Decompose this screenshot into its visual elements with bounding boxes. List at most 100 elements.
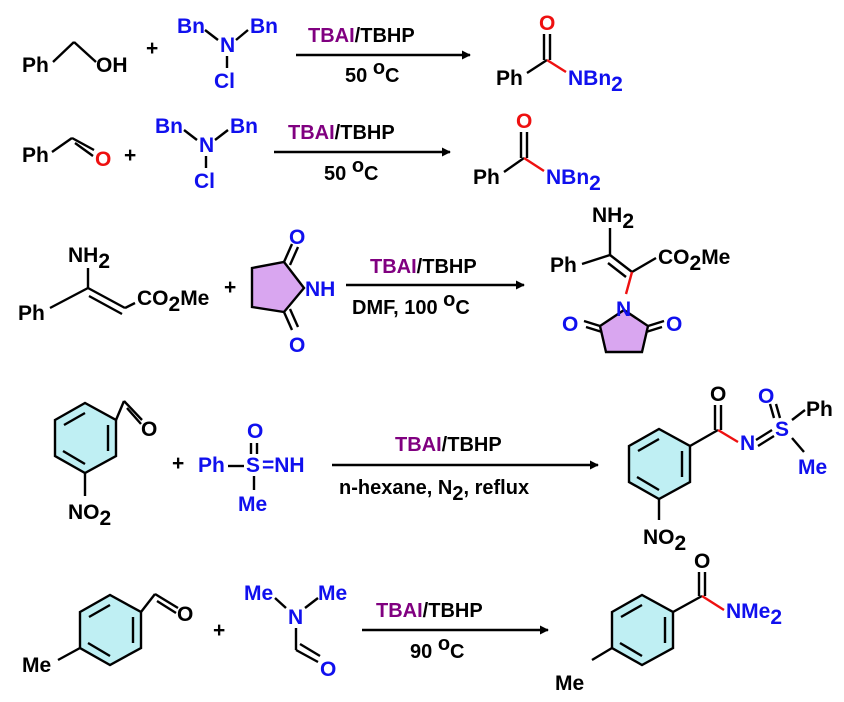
n-label: N: [220, 34, 235, 57]
bn-label: Bn: [250, 15, 278, 38]
nbn2-label: NBn2: [568, 67, 623, 96]
oxidant-label: /TBHP: [417, 256, 477, 278]
cl-label: Cl: [194, 170, 215, 193]
n-label: N: [288, 606, 303, 629]
nh2-label: NH2: [68, 244, 110, 273]
o-label: O: [247, 420, 263, 443]
o-label: O: [516, 110, 532, 133]
plus-sign: +: [124, 144, 136, 167]
sulfoximine: O Ph S =NH Me: [198, 420, 305, 516]
s-label: S: [775, 418, 789, 441]
s-label: S: [246, 454, 260, 477]
catalyst-label: TBAI: [376, 600, 423, 622]
catalyst-conditions: TBAI/TBHP: [370, 256, 477, 278]
o-label: O: [289, 226, 305, 249]
oxidant-label: /TBHP: [335, 122, 395, 144]
solvent-conditions: n-hexane, N2, reflux: [339, 477, 529, 505]
n-succinimidyl-enamine-product: NH2 Ph CO2Me N O O: [550, 204, 730, 354]
catalyst-conditions: TBAI/TBHP: [308, 25, 415, 47]
reaction-arrow-3: TBAI/TBHP DMF, 100 oC: [346, 256, 525, 319]
ph-label: Ph: [806, 398, 833, 421]
me-label: Me: [238, 493, 267, 516]
ph-label: Ph: [473, 166, 500, 189]
oxidant-label: /TBHP: [355, 25, 415, 47]
ph-label: Ph: [198, 454, 225, 477]
ph-label: Ph: [22, 144, 49, 167]
catalyst-label: TBAI: [288, 122, 335, 144]
nme2-label: NMe2: [726, 600, 782, 629]
o-label: O: [141, 418, 157, 441]
n-acyl-sulfoximine-product: O N S O Ph Me NO2: [627, 383, 833, 555]
succinimide-ring: [250, 260, 306, 314]
plus-sign: +: [172, 452, 184, 475]
temperature-label: 50 oC: [345, 57, 399, 87]
ph-label: Ph: [496, 67, 523, 90]
amide-product-2: Ph O NBn2: [473, 110, 601, 195]
4-methylbenzaldehyde: O Me: [22, 592, 193, 677]
o-label: O: [289, 334, 305, 357]
dimethylformamide: Me Me N O: [244, 582, 347, 681]
plus-sign: +: [146, 37, 158, 60]
o-label: O: [666, 313, 682, 336]
catalyst-conditions: TBAI/TBHP: [376, 600, 483, 622]
n-label: N: [740, 432, 755, 455]
bn-label: Bn: [230, 115, 258, 138]
temperature-label: DMF, 100 oC: [352, 289, 470, 319]
nh2-label: NH2: [592, 204, 634, 233]
o-label: O: [177, 603, 193, 626]
bn-label: Bn: [177, 15, 205, 38]
n-chloro-dibenzylamine: Bn Bn N Cl: [155, 115, 258, 193]
reaction-4: O NO2 + O Ph S =NH Me TBAI/TBHP n-hexane…: [53, 383, 833, 555]
n-label: N: [616, 298, 631, 321]
catalyst-label: TBAI: [370, 256, 417, 278]
me-label: Me: [798, 456, 827, 479]
ph-label: Ph: [18, 302, 45, 325]
benzyl-alcohol: Ph OH: [22, 41, 128, 77]
n-n-dimethylbenzamide-product: O NMe2 Me: [555, 550, 782, 695]
n-chloro-dibenzylamine: Bn Bn N Cl: [177, 15, 278, 93]
temperature-label: 50 oC: [324, 155, 378, 185]
o-label: O: [320, 658, 336, 681]
ph-label: Ph: [550, 254, 577, 277]
reaction-arrow-1: TBAI/TBHP 50 oC: [296, 25, 471, 87]
cl-label: Cl: [214, 70, 235, 93]
reaction-5: O Me + Me Me N O TBAI/TBHP 90 oC: [22, 550, 782, 695]
oxidant-label: /TBHP: [442, 434, 502, 456]
ph-label: Ph: [22, 54, 49, 77]
n-label: N: [199, 134, 214, 157]
amide-product-1: Ph O NBn2: [496, 12, 623, 96]
reaction-3: NH2 Ph CO2Me + O O NH TBAI/TBHP DMF, 100…: [18, 204, 730, 357]
me-label: Me: [22, 654, 51, 677]
benzaldehyde: Ph O: [22, 136, 111, 171]
succinimide: O O NH: [250, 226, 335, 357]
nbn2-label: NBn2: [546, 166, 601, 195]
3-nitrobenzaldehyde: O NO2: [53, 400, 157, 530]
enamine-ester: NH2 Ph CO2Me: [18, 244, 209, 325]
plus-sign: +: [224, 276, 236, 299]
catalyst-label: TBAI: [395, 434, 442, 456]
reaction-arrow-4: TBAI/TBHP n-hexane, N2, reflux: [332, 434, 599, 505]
reaction-arrow-2: TBAI/TBHP 50 oC: [274, 122, 451, 185]
succinimide-ring: [598, 308, 650, 354]
nh-label: NH: [305, 278, 335, 301]
o-label: O: [562, 313, 578, 336]
catalyst-conditions: TBAI/TBHP: [288, 122, 395, 144]
imine-nh-label: =NH: [262, 454, 305, 477]
catalyst-conditions: TBAI/TBHP: [395, 434, 502, 456]
no2-label: NO2: [68, 501, 111, 530]
reaction-1: Ph OH + Bn Bn N Cl TBAI/TBHP 50 oC Ph O: [22, 12, 623, 96]
reaction-arrow-5: TBAI/TBHP 90 oC: [362, 600, 549, 663]
co2me-label: CO2Me: [137, 287, 209, 316]
oxidant-label: /TBHP: [423, 600, 483, 622]
o-label: O: [758, 385, 774, 408]
plus-sign: +: [213, 619, 225, 642]
o-label: O: [694, 550, 710, 573]
oh-label: OH: [96, 54, 128, 77]
temperature-label: 90 oC: [410, 633, 464, 663]
o-label: O: [95, 148, 111, 171]
me-label: Me: [555, 672, 584, 695]
co2me-label: CO2Me: [658, 246, 730, 275]
catalyst-label: TBAI: [308, 25, 355, 47]
no2-label: NO2: [643, 526, 686, 555]
